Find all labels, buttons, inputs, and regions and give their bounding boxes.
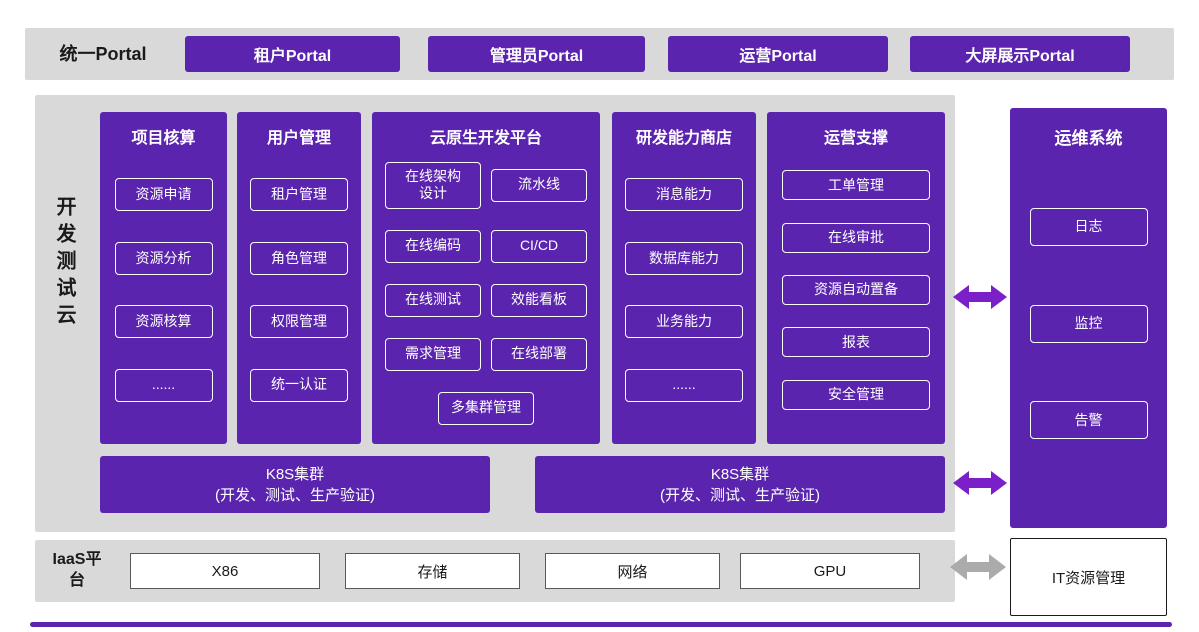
- module-title: 运营支撑: [823, 130, 888, 147]
- feature-box: ......: [114, 368, 213, 402]
- bottom-divider: [30, 622, 1172, 627]
- portal-tenant: 租户Portal: [185, 36, 400, 72]
- double-arrow-icon: [950, 554, 1006, 580]
- feature-box: 效能看板: [491, 283, 587, 317]
- feature-box: 数据库能力: [625, 241, 743, 275]
- hw-gpu: GPU: [740, 553, 920, 589]
- ops-system-items: 日志 监控 告警: [1018, 149, 1159, 498]
- k8s-title: K8S集群: [265, 465, 325, 483]
- portal-bar-label: 统一Portal: [59, 44, 147, 64]
- k8s-title: K8S集群: [710, 465, 770, 483]
- feature-box: 角色管理: [250, 241, 348, 275]
- feature-box: 资源核算: [114, 305, 213, 339]
- hw-network: 网络: [545, 553, 720, 589]
- feature-box: 统一认证: [250, 368, 348, 402]
- module-title: 云原生开发平台: [429, 130, 542, 147]
- module-capability-store: 研发能力商店 消息能力 数据库能力 业务能力 ......: [612, 112, 756, 444]
- feature-box: 在线审批: [782, 222, 930, 253]
- feature-box: 资源申请: [114, 178, 213, 212]
- module-items: 资源申请 资源分析 资源核算 ......: [108, 148, 219, 432]
- module-title: 用户管理: [266, 130, 331, 147]
- module-operation-support: 运营支撑 工单管理 在线审批 资源自动置备 报表 安全管理: [767, 112, 945, 444]
- k8s-cluster-right: K8S集群 (开发、测试、生产验证): [535, 456, 945, 513]
- module-items: 工单管理 在线审批 资源自动置备 报表 安全管理: [775, 148, 937, 432]
- iaas-label: IaaS平台: [52, 551, 102, 589]
- portal-admin: 管理员Portal: [428, 36, 645, 72]
- feature-box: 在线部署: [491, 337, 587, 371]
- feature-box: CI/CD: [491, 229, 587, 263]
- k8s-subtitle: (开发、测试、生产验证): [215, 486, 375, 504]
- k8s-cluster-left: K8S集群 (开发、测试、生产验证): [100, 456, 490, 513]
- feature-box: 告警: [1029, 401, 1148, 440]
- portal-bigscreen: 大屏展示Portal: [910, 36, 1130, 72]
- k8s-subtitle: (开发、测试、生产验证): [660, 486, 820, 504]
- feature-box: 多集群管理: [438, 391, 534, 425]
- hw-x86: X86: [130, 553, 320, 589]
- feature-box: 报表: [782, 327, 930, 358]
- feature-box: 工单管理: [782, 170, 930, 201]
- it-resource-box: IT资源管理: [1010, 538, 1167, 616]
- double-arrow-icon: [953, 285, 1007, 309]
- feature-box: 在线架构 设计: [385, 161, 481, 209]
- module-title: 研发能力商店: [635, 130, 732, 147]
- feature-box: 安全管理: [782, 379, 930, 410]
- portal-operation: 运营Portal: [668, 36, 888, 72]
- hw-storage: 存储: [345, 553, 520, 589]
- feature-box: 租户管理: [250, 178, 348, 212]
- module-cloudnative-platform: 云原生开发平台 在线架构 设计 流水线 在线编码 CI/CD 在线测试 效能看板…: [372, 112, 600, 444]
- module-project-accounting: 项目核算 资源申请 资源分析 资源核算 ......: [100, 112, 227, 444]
- feature-box: 权限管理: [250, 305, 348, 339]
- feature-box: 业务能力: [625, 305, 743, 339]
- feature-box: 日志: [1029, 207, 1148, 246]
- feature-box: 资源自动置备: [782, 274, 930, 305]
- feature-box: 监控: [1029, 304, 1148, 343]
- feature-box: 流水线: [491, 168, 587, 202]
- feature-box: ......: [625, 368, 743, 402]
- feature-box: 需求管理: [385, 337, 481, 371]
- module-title: 项目核算: [131, 130, 196, 147]
- feature-box: 在线测试: [385, 283, 481, 317]
- feature-box: 资源分析: [114, 241, 213, 275]
- module-items: 在线架构 设计 流水线 在线编码 CI/CD 在线测试 效能看板 需求管理 在线…: [380, 148, 592, 432]
- module-user-management: 用户管理 租户管理 角色管理 权限管理 统一认证: [237, 112, 361, 444]
- module-items: 租户管理 角色管理 权限管理 统一认证: [245, 148, 353, 432]
- dev-cloud-label: 开发测试云: [53, 196, 75, 331]
- ops-system-title: 运维系统: [1054, 129, 1123, 148]
- feature-box: 消息能力: [625, 178, 743, 212]
- module-items: 消息能力 数据库能力 业务能力 ......: [620, 148, 748, 432]
- feature-box: 在线编码: [385, 229, 481, 263]
- double-arrow-icon: [953, 471, 1007, 495]
- ops-system-panel: 运维系统 日志 监控 告警: [1010, 108, 1167, 528]
